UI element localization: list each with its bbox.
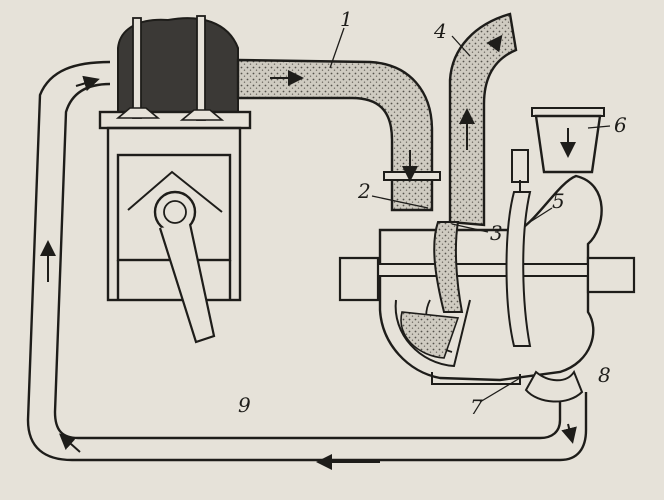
engine-cylinder — [98, 15, 252, 344]
exhaust-pipe — [236, 58, 434, 212]
turbo-shaft — [338, 256, 636, 302]
callout-1: 1 — [340, 7, 353, 31]
callout-7: 7 — [470, 395, 483, 419]
callout-9: 9 — [238, 393, 251, 417]
intake-air-duct — [26, 60, 588, 462]
flow-arrow-icon — [40, 34, 577, 470]
callout-3: 3 — [490, 221, 503, 245]
compressor-wheel — [505, 191, 532, 347]
leader-lines — [329, 27, 611, 403]
turbine-gas-channel — [400, 311, 460, 359]
callout-5: 5 — [552, 189, 565, 213]
exhaust-outlet — [448, 12, 518, 227]
pipe-flange — [383, 171, 441, 181]
callout-2: 2 — [357, 179, 371, 203]
callout-6: 6 — [614, 113, 627, 137]
callout-4: 4 — [433, 19, 447, 43]
callout-8: 8 — [598, 363, 611, 387]
turbine-wheel — [433, 221, 464, 313]
